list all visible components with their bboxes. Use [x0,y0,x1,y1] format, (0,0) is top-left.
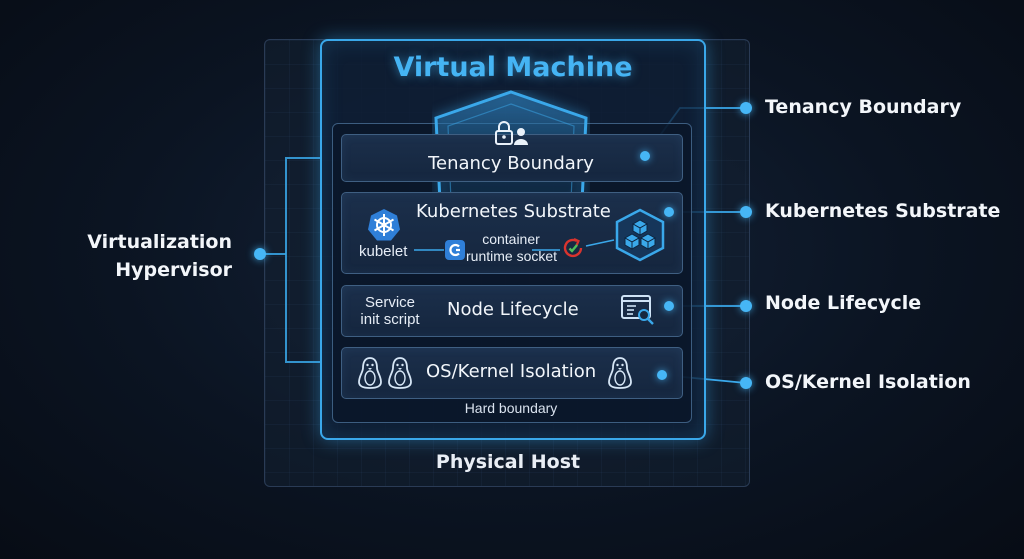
os-kernel-layer [341,347,683,399]
hypervisor-label: Virtualization Hypervisor [60,228,232,284]
lifecycle-callout-label: Node Lifecycle [765,292,922,314]
linux-penguin-icon [388,357,412,389]
tenancy-layer-title: Tenancy Boundary [428,153,594,174]
physical-host-label: Physical Host [435,451,581,473]
vm-title: Virtual Machine [393,52,633,83]
hypervisor-label-line-1: Virtualization [87,231,232,253]
os-callout-label: OS/Kernel Isolation [765,371,971,393]
hypervisor-label-line-2: Hypervisor [115,259,232,281]
runtime-socket-line-1: container [482,231,540,247]
runtime-socket-line-2: runtime socket [466,248,558,264]
kubernetes-callout-dot [740,206,752,218]
sync-icon [563,237,583,258]
kubernetes-helm-icon [368,209,400,241]
monitor-search-icon [621,295,654,325]
runtime-socket-label: container runtime socket [466,231,558,265]
hard-boundary-label: Hard boundary [464,400,558,416]
lifecycle-layer-title: Node Lifecycle [447,299,579,320]
lifecycle-callout-dot [740,300,752,312]
tenancy-callout-dot [740,102,752,114]
kubelet-label: kubelet [359,243,408,260]
service-init-line-2: init script [360,311,420,328]
container-runtime-icon [445,240,465,260]
os-layer-title: OS/Kernel Isolation [426,361,597,382]
os-callout-dot [740,377,752,389]
cube-cluster-icon [615,208,665,262]
service-init-label: Service init script [352,294,428,328]
service-init-line-1: Service [364,294,416,311]
linux-penguin-icon [358,357,382,389]
node-lifecycle-layer [341,285,683,337]
tenancy-anchor-dot [640,151,650,161]
lifecycle-anchor-dot [664,301,674,311]
kubernetes-callout-label: Kubernetes Substrate [765,200,1001,222]
hypervisor-dot [254,248,266,260]
kubernetes-layer-title: Kubernetes Substrate [416,201,611,222]
os-anchor-dot [657,370,667,380]
kubernetes-anchor-dot [664,207,674,217]
lock-user-icon [495,121,528,145]
tenancy-callout-label: Tenancy Boundary [765,96,962,118]
linux-penguin-icon [608,357,632,389]
